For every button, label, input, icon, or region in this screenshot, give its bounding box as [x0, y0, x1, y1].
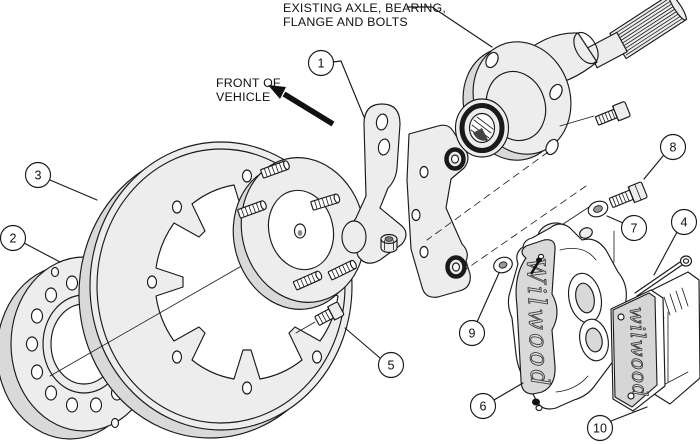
callout-7: 7	[607, 216, 647, 241]
axle-note-line1: EXISTING AXLE, BEARING,	[283, 1, 446, 15]
callout-10: 10	[588, 407, 648, 441]
washer-7	[586, 199, 610, 220]
rotor-bolt	[296, 302, 344, 333]
svg-text:9: 9	[469, 327, 476, 341]
caliper-logo: Wilwood	[521, 257, 554, 386]
svg-text:5: 5	[388, 359, 395, 373]
callout-4: 4	[654, 210, 697, 276]
callout-3: 3	[26, 163, 98, 201]
svg-text:6: 6	[480, 400, 487, 414]
flange-bolt	[560, 101, 631, 128]
callout-9: 9	[460, 273, 500, 346]
callout-5: 5	[345, 328, 404, 378]
front-of-vehicle-arrow	[268, 85, 333, 124]
callouts: 1 2 3 4 5 6 7	[1, 51, 697, 441]
axle-assembly	[449, 0, 689, 173]
svg-text:2: 2	[10, 232, 17, 246]
front-label-line2: VEHICLE	[216, 90, 270, 104]
cotter-pin	[635, 256, 692, 296]
axle-flange-hub	[218, 144, 380, 322]
svg-text:3: 3	[35, 169, 42, 183]
svg-text:1: 1	[318, 57, 325, 71]
callout-2: 2	[1, 226, 61, 263]
caliper-bracket-strap	[342, 104, 406, 263]
axle-bearing	[456, 99, 509, 157]
axle-note-leader	[407, 7, 492, 47]
axle-spline	[610, 0, 689, 59]
wheel-studs	[237, 160, 357, 290]
bracket-mount-bushings	[447, 150, 465, 277]
svg-text:4: 4	[681, 216, 688, 230]
washer-9	[492, 255, 515, 276]
axle-note-line2: FLANGE AND BOLTS	[283, 15, 408, 29]
bleed-screw-top	[531, 254, 544, 274]
bleed-screw-bottom	[532, 398, 542, 411]
brake-caliper: Wilwood	[508, 218, 626, 410]
callout-8: 8	[644, 135, 686, 180]
axle-note: EXISTING AXLE, BEARING, FLANGE AND BOLTS	[283, 1, 492, 47]
callout-1: 1	[309, 51, 365, 118]
front-label: FRONT OF VEHICLE	[216, 76, 281, 104]
front-label-line1: FRONT OF	[216, 76, 281, 90]
svg-text:10: 10	[593, 422, 607, 436]
svg-text:7: 7	[631, 222, 638, 236]
brake-pads: wilwood	[611, 272, 700, 411]
svg-text:8: 8	[670, 141, 677, 155]
caliper-bolt	[608, 182, 648, 211]
pad-logo: wilwood	[625, 306, 652, 397]
bracket-nut	[381, 235, 397, 253]
caliper-side-plate	[516, 240, 557, 394]
callout-6: 6	[471, 383, 524, 419]
caliper-bracket-plate	[407, 125, 470, 297]
